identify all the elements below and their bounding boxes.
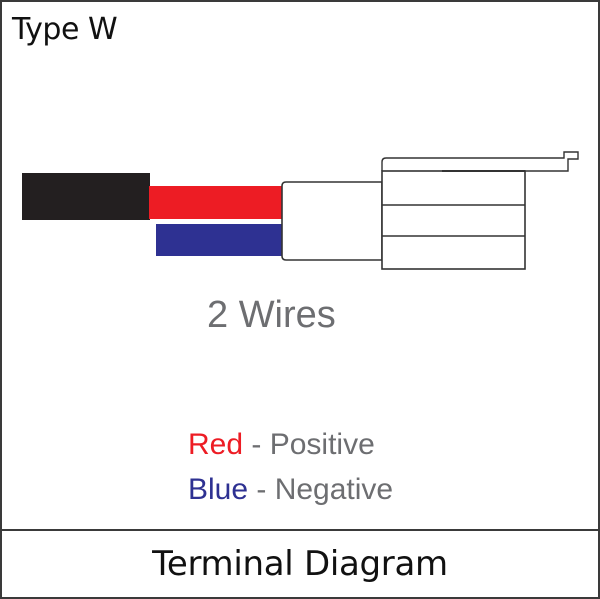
connector-body: [281, 181, 383, 261]
footer-bar: Terminal Diagram: [2, 531, 598, 597]
legend-red-meaning: - Positive: [243, 428, 375, 461]
legend-blue-color-word: Blue: [188, 473, 249, 506]
cable-jacket: [22, 173, 150, 220]
legend-red-color-word: Red: [188, 428, 244, 461]
legend-blue-meaning: - Negative: [248, 473, 394, 506]
diagram-panel: Type W 2 Wires Red - Positive Blue - Neg…: [2, 2, 598, 531]
wire-diagram: [22, 151, 579, 270]
legend-blue-line: Blue - Negative: [188, 473, 393, 507]
footer-title: Terminal Diagram: [152, 544, 448, 584]
connector-latch: [381, 151, 579, 172]
blue-wire: [156, 224, 282, 256]
connector-head: [381, 170, 526, 270]
type-label: Type W: [12, 12, 118, 47]
wire-count-label: 2 Wires: [207, 294, 336, 336]
red-wire: [149, 186, 283, 219]
legend-red-line: Red - Positive: [188, 428, 375, 462]
